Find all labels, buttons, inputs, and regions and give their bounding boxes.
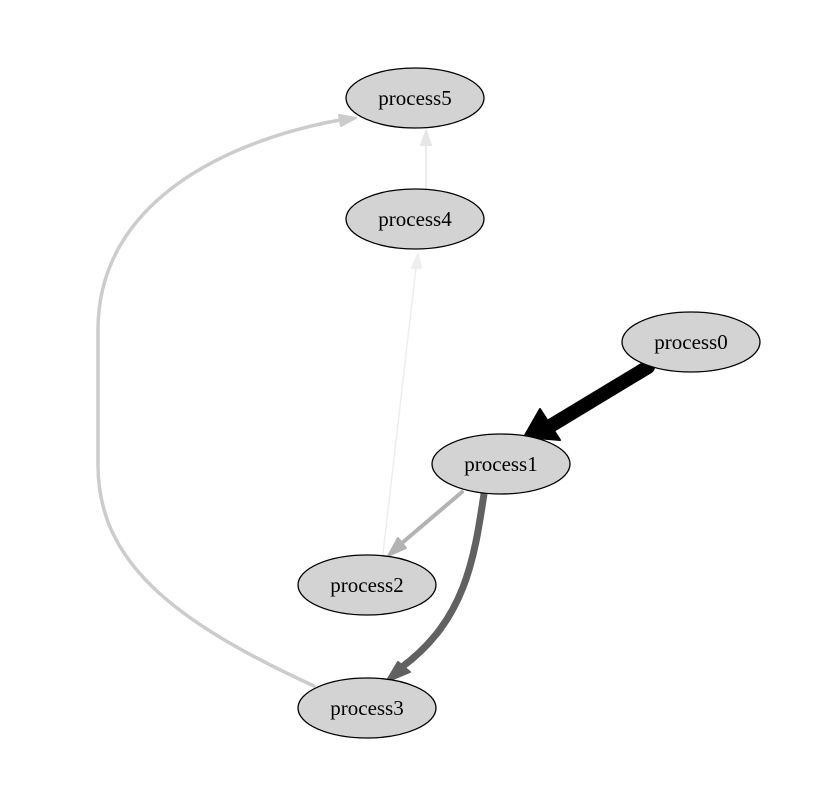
node-process4[interactable]: process4 (345, 188, 485, 250)
edge-arrowhead (420, 130, 432, 146)
node-process3[interactable]: process3 (297, 677, 437, 739)
node-ellipse (431, 433, 571, 495)
edge-arrowhead (338, 114, 357, 127)
node-process2[interactable]: process2 (297, 554, 437, 616)
edge-process3-process5 (96, 114, 357, 688)
node-label: process5 (378, 86, 451, 110)
edge-process2-process4 (381, 253, 422, 563)
node-process5[interactable]: process5 (345, 67, 485, 129)
node-label: process2 (330, 573, 403, 597)
edge-line (96, 118, 342, 688)
node-process0[interactable]: process0 (621, 311, 761, 373)
edge-line (545, 360, 655, 432)
edge-arrowhead (387, 537, 407, 557)
edge-line (381, 267, 417, 563)
edge-arrowhead (523, 408, 561, 441)
edge-process4-process5 (420, 130, 432, 189)
node-label: process0 (654, 330, 727, 354)
node-ellipse (297, 554, 437, 616)
node-ellipse (345, 188, 485, 250)
edge-arrowhead (411, 253, 422, 269)
nodes: process5 process4 process0 process1 proc… (297, 67, 761, 739)
edge-process1-process3 (385, 490, 488, 683)
edge-process1-process2 (387, 490, 464, 557)
edge-arrowhead (385, 661, 411, 683)
edge-line (398, 490, 488, 671)
edge-line (400, 490, 464, 545)
edge-process0-process1 (523, 360, 655, 441)
edges (96, 114, 655, 688)
node-label: process1 (464, 452, 537, 476)
node-label: process4 (378, 207, 452, 231)
node-process1[interactable]: process1 (431, 433, 571, 495)
node-ellipse (345, 67, 485, 129)
node-label: process3 (330, 696, 403, 720)
node-ellipse (621, 311, 761, 373)
node-ellipse (297, 677, 437, 739)
